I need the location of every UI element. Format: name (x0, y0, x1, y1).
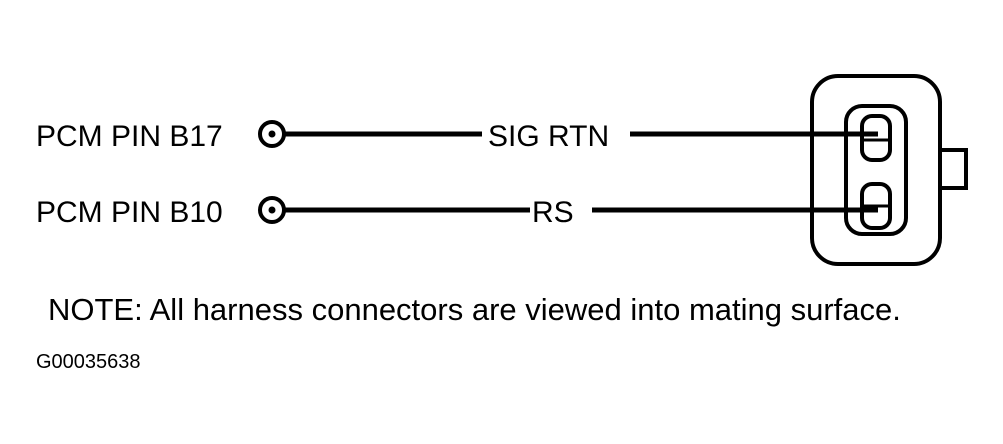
harness-connector-icon (810, 74, 968, 266)
pin-terminal-b10-icon (258, 196, 286, 224)
signal-label-sig-rtn: SIG RTN (488, 120, 609, 153)
pin-label-b10: PCM PIN B10 (36, 196, 223, 229)
figure-id: G00035638 (36, 351, 141, 373)
connector-terminal-1 (860, 114, 892, 162)
signal-label-rs: RS (532, 196, 574, 229)
note-text: NOTE: All harness connectors are viewed … (48, 292, 901, 327)
connector-terminal-2 (860, 182, 892, 230)
wire-b10: PCM PIN B10 RS (36, 196, 878, 229)
wire-b17: PCM PIN B17 SIG RTN (36, 120, 878, 153)
pin-terminal-b17-icon (258, 120, 286, 148)
pin-label-b17: PCM PIN B17 (36, 120, 223, 153)
